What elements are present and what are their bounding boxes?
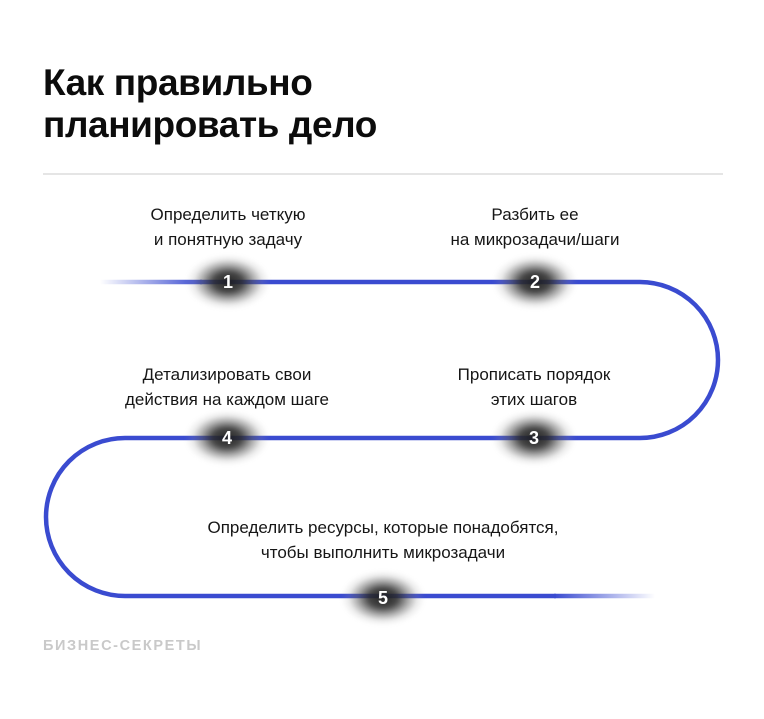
step-2-label: Разбить ее на микрозадачи/шаги (375, 202, 695, 252)
page-title-line1: Как правильно (43, 62, 313, 103)
step-4-label-line1: Детализировать свои (142, 365, 312, 384)
step-3-badge: 3 (490, 409, 578, 467)
step-3-label: Прописать порядок этих шагов (374, 362, 694, 412)
page-title: Как правильно планировать дело (43, 62, 377, 146)
step-2-badge: 2 (491, 253, 579, 311)
step-3-number: 3 (528, 427, 539, 448)
brand-watermark: БИЗНЕС-СЕКРЕТЫ (43, 638, 203, 654)
step-1-number: 1 (222, 271, 233, 292)
page-title-line2: планировать дело (43, 104, 377, 145)
step-1-label-line1: Определить четкую (150, 205, 306, 224)
step-1-badge: 1 (184, 253, 272, 311)
step-1-label: Определить четкую и понятную задачу (68, 202, 388, 252)
step-4-number: 4 (221, 427, 232, 448)
step-5-label-line1: Определить ресурсы, которые понадобятся, (207, 518, 559, 537)
step-3-label-line2: этих шагов (490, 390, 578, 409)
step-1-label-line2: и понятную задачу (153, 230, 303, 249)
step-2-number: 2 (529, 271, 540, 292)
step-5-label-line2: чтобы выполнить микрозадачи (260, 543, 506, 562)
step-4-label-line2: действия на каждом шаге (125, 390, 329, 409)
step-5-label: Определить ресурсы, которые понадобятся,… (153, 515, 613, 565)
step-4-label: Детализировать свои действия на каждом ш… (67, 362, 387, 412)
step-2-label-line2: на микрозадачи/шаги (450, 230, 620, 249)
step-5-badge: 5 (339, 569, 427, 627)
step-3-label-line1: Прописать порядок (457, 365, 611, 384)
step-5-number: 5 (377, 587, 388, 608)
step-2-label-line1: Разбить ее (491, 205, 579, 224)
title-divider (43, 173, 723, 175)
step-4-badge: 4 (183, 409, 271, 467)
